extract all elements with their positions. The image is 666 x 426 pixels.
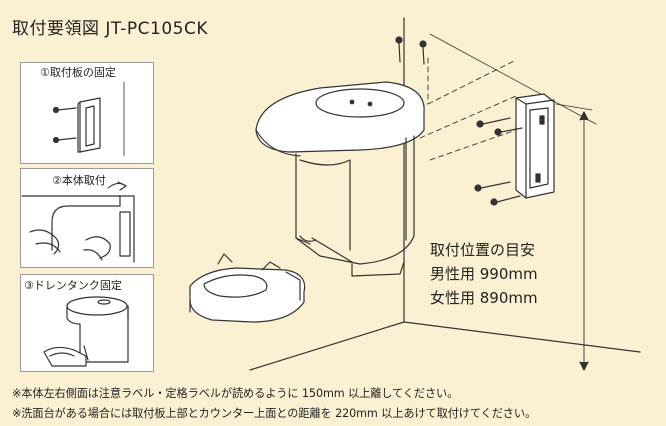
mounting-plate xyxy=(515,93,555,199)
diagram-title: 取付要領図 JT-PC105CK xyxy=(12,19,208,39)
female-height: 女性用 890mm xyxy=(430,289,538,307)
step-1-mounting-plate-illustration xyxy=(52,81,125,157)
wall-and-floor-lines xyxy=(249,17,641,371)
note-side-clearance: ※本体左右側面は注意ラベル・定格ラベルが読めるように 150mm 以上離してくだ… xyxy=(12,387,459,400)
drain-tank xyxy=(189,253,306,323)
alignment-dashed-lines xyxy=(403,57,517,161)
step-3-drain-tank-illustration xyxy=(43,296,129,367)
side-screws xyxy=(474,117,523,206)
top-screws xyxy=(395,36,427,65)
mounting-position-heading: 取付位置の目安 xyxy=(430,241,536,259)
step-2-body-mounting-illustration xyxy=(21,181,135,263)
note-counter-distance: ※洗面台がある場合には取付板上部とカウンター上面との距離を 220mm 以上あけ… xyxy=(12,407,537,420)
mounting-position-guide: 取付位置の目安 男性用 990mm 女性用 890mm xyxy=(430,238,538,310)
step-1-label: ①取付板の固定 xyxy=(40,66,116,79)
step-2-label: ②本体取付 xyxy=(52,174,106,187)
male-height: 男性用 990mm xyxy=(430,265,538,283)
height-dimension xyxy=(555,103,593,371)
step-3-label: ③ドレンタンク固定 xyxy=(24,279,122,292)
step-2-panel xyxy=(20,168,154,268)
hand-dryer-unit xyxy=(255,81,425,277)
